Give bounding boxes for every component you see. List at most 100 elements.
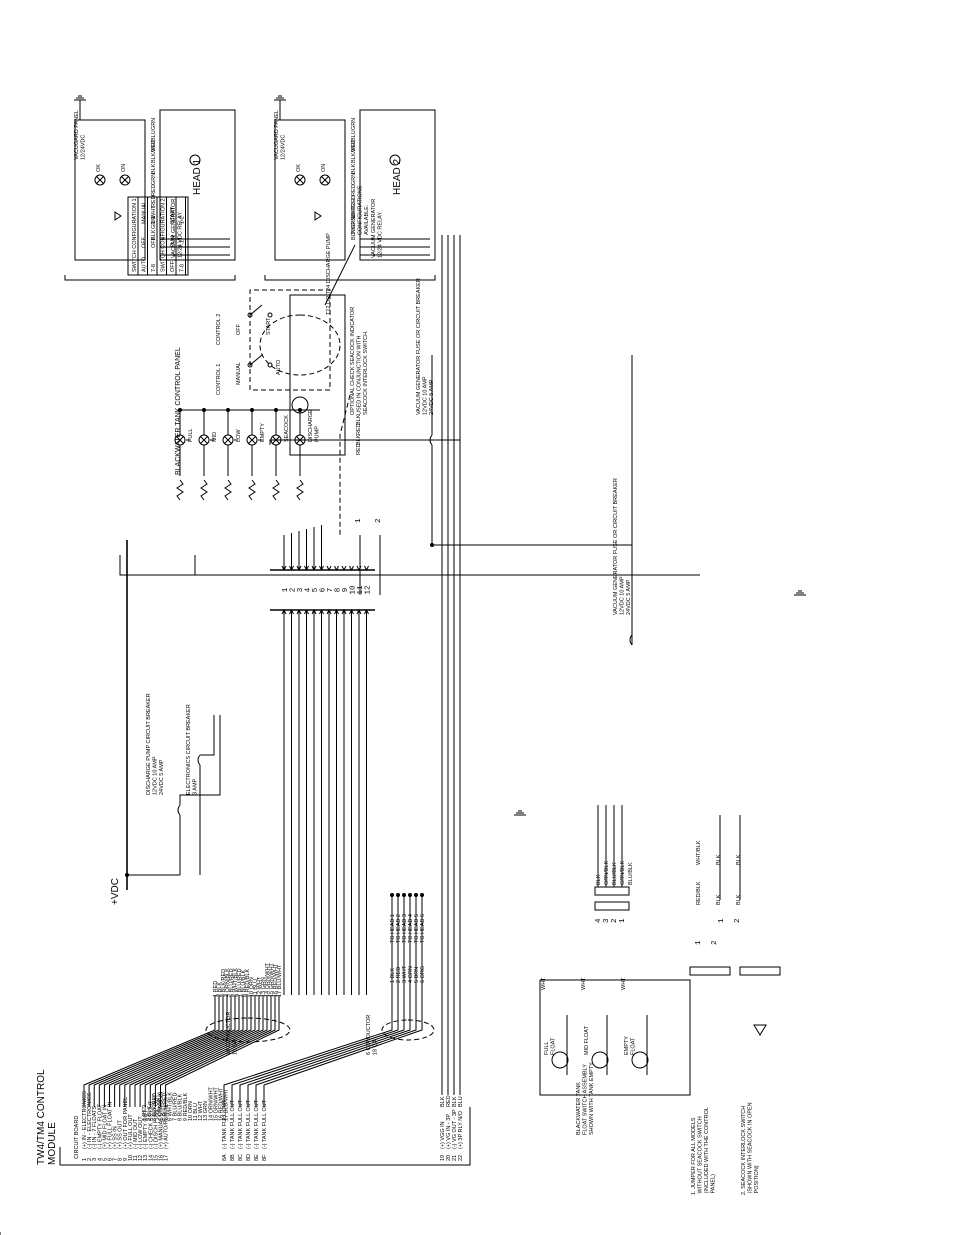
conductor-19-wire [160, 995, 276, 1107]
conductor-19-wire [119, 995, 244, 1107]
pump-wire-color: RED [356, 443, 362, 455]
resistor-icon [176, 479, 184, 501]
seacock-connector-pin: 2 [734, 918, 742, 923]
panel-on-led-icon [319, 174, 331, 186]
head-wire-color: BLK/YEL [351, 141, 357, 163]
connector-12-pin: 11 [357, 585, 365, 595]
panel-led-label: SEACOCK [284, 415, 290, 442]
module-pin-function: (+) FULL OUT [128, 1114, 134, 1149]
module-pin-function: (-) EMPTY OUT [143, 1109, 149, 1149]
head-wire-color: WHT [351, 139, 357, 152]
bundle-wire-color: 14 ORN/WHT [265, 962, 271, 997]
led-circle [94, 174, 106, 186]
discharge-out [179, 715, 221, 805]
conductor-19-wire [154, 995, 272, 1107]
led-circle [319, 174, 331, 186]
bundle-wire-color: 9 RED/BLK [245, 969, 251, 997]
float-wire-color: WHT [541, 977, 547, 990]
conductor-19-wire [109, 995, 236, 1107]
resistor-icon [272, 479, 280, 501]
resistor-icon [296, 479, 304, 501]
head-wire-color: 3 WHT [402, 965, 408, 983]
seacock-wire-color: BLK [736, 894, 742, 905]
float-bundle-color: BLK [596, 874, 602, 885]
head-wire-destination: TO HEAD 4 [408, 914, 414, 943]
head-wire-color: GRN [151, 118, 157, 130]
electronics-breaker-icon [197, 754, 201, 766]
module-pin-function: (+) MANUAL/START IN [159, 1092, 165, 1149]
head-label: HEAD 2 [392, 158, 403, 195]
seacock-wire-color: RED/BLK [696, 881, 702, 905]
panel-led-label: EMPTY [260, 423, 266, 442]
panel-led-label: FULL [188, 429, 194, 442]
connector-12-pin: 10 [350, 585, 358, 595]
tank-pin-function: (-) TANK FULL OUT [238, 1099, 244, 1149]
float-connector-pin: 2 [611, 918, 619, 923]
vac-pin-function: (+) 3P RLY N/O [458, 1110, 464, 1149]
resistor-icon [248, 479, 256, 501]
pump-wire-color: BLK [356, 414, 362, 425]
head-bracket [264, 275, 436, 281]
module-pin-function: (-) IN - ELECTRONICS [87, 1092, 93, 1149]
seacock-wire-color: WHT/BLK [696, 840, 702, 865]
module-pin-function: (-) IN - 7 FLOATS [92, 1106, 98, 1149]
vdc-label: +VDC [110, 878, 121, 905]
module-pin-function: (+) IN - ELECTRONICS [82, 1091, 88, 1149]
auto-label: AUTO [276, 359, 282, 375]
bundle-wire-color: 6 WHT/BLK [233, 968, 239, 997]
float-icon [591, 1051, 609, 1069]
head-wire-destination: TO HEAD 1 [390, 914, 396, 943]
head-wire-color: WHT [351, 205, 357, 218]
vac-pin-wire: BLK [452, 1096, 458, 1107]
conductor-19-wire [139, 995, 260, 1107]
head-wire-destination: TO HEAD 2 [396, 914, 402, 943]
panel-led-label: MID [212, 432, 218, 442]
conductor-6-wire [247, 995, 411, 1107]
head-wire-color: GRN [351, 217, 357, 229]
head-wire-end [414, 893, 418, 897]
float-connector-pin: 3 [603, 918, 611, 923]
head-wire-color: 6 ORG [420, 966, 426, 983]
head-wire-color: GRN [351, 173, 357, 185]
tank-pin-function: (-) TANK FULL OUT [262, 1099, 268, 1149]
connector-arrow [341, 565, 347, 572]
float-connector-pin: 4 [595, 918, 603, 923]
head-wire-color: 5 BRN [414, 967, 420, 983]
conductor-6-wire [231, 995, 399, 1107]
connector-arrow [334, 565, 339, 572]
panel-on-label: ON [321, 164, 327, 172]
module-pin-number: 2 [87, 1158, 93, 1161]
float-connector-right [594, 886, 630, 896]
module-pin-function: (-) CHECK SS OUT [148, 1100, 154, 1149]
head-wire-end [390, 893, 394, 897]
vac-pin-number: 21 [452, 1155, 458, 1161]
switch-blade [249, 304, 263, 316]
relay-box [359, 109, 436, 261]
float-label: FULLFLOAT [544, 1037, 557, 1055]
vac-pin-number: 20 [446, 1155, 452, 1161]
module-pin-wire: 1 RED [142, 1105, 148, 1121]
seacock-connector-pin: 1 [718, 918, 726, 923]
module-pin-number: 7 [113, 1158, 119, 1161]
head-ground-icon [274, 95, 286, 101]
switch-config-cell: 1-2 [180, 216, 186, 224]
diode-icon [314, 211, 322, 221]
head-wire-color: BLU [351, 130, 357, 141]
tank-pin-function: (-) TANK FULL OUT [254, 1099, 260, 1149]
switch-config-cell: AUTO [142, 256, 148, 272]
connector-12-pin: 7 [327, 588, 335, 593]
tank-pin-number: 8E [254, 1154, 260, 1161]
seacock-pin-b: 2 [711, 940, 719, 945]
conductor-6-wire [263, 995, 423, 1107]
led-circle [119, 174, 131, 186]
led-x [296, 176, 304, 184]
tank-pin-function: (-) TANK FULL OUT [230, 1099, 236, 1149]
module-pin-number: 16 [159, 1155, 165, 1161]
conductor-19-wire [134, 995, 256, 1107]
head-wire-color: GRN [151, 173, 157, 185]
seacock-pin-b: 1 [695, 940, 703, 945]
module-pin-wire: 13 GRN [203, 1101, 209, 1121]
vac-pin-function: (+) VGG IN [440, 1121, 446, 1149]
vdc-junction [125, 873, 129, 877]
bundle-wire-color: 3 BLK/RED [221, 969, 227, 997]
